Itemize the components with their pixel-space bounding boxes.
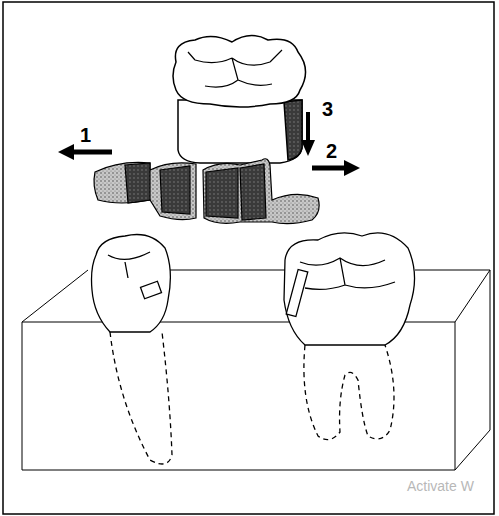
model-block [22, 270, 490, 470]
callout-number: 3 [322, 98, 333, 121]
movement-arrows [58, 112, 360, 176]
callout-number: 1 [80, 124, 91, 147]
premolar-tooth [92, 235, 173, 465]
molar-tooth [284, 233, 415, 440]
watermark-text: Activate W [407, 478, 474, 494]
frame [3, 2, 494, 514]
callout-number: 2 [326, 140, 337, 163]
crown [173, 35, 306, 163]
matrix-band [94, 159, 319, 224]
